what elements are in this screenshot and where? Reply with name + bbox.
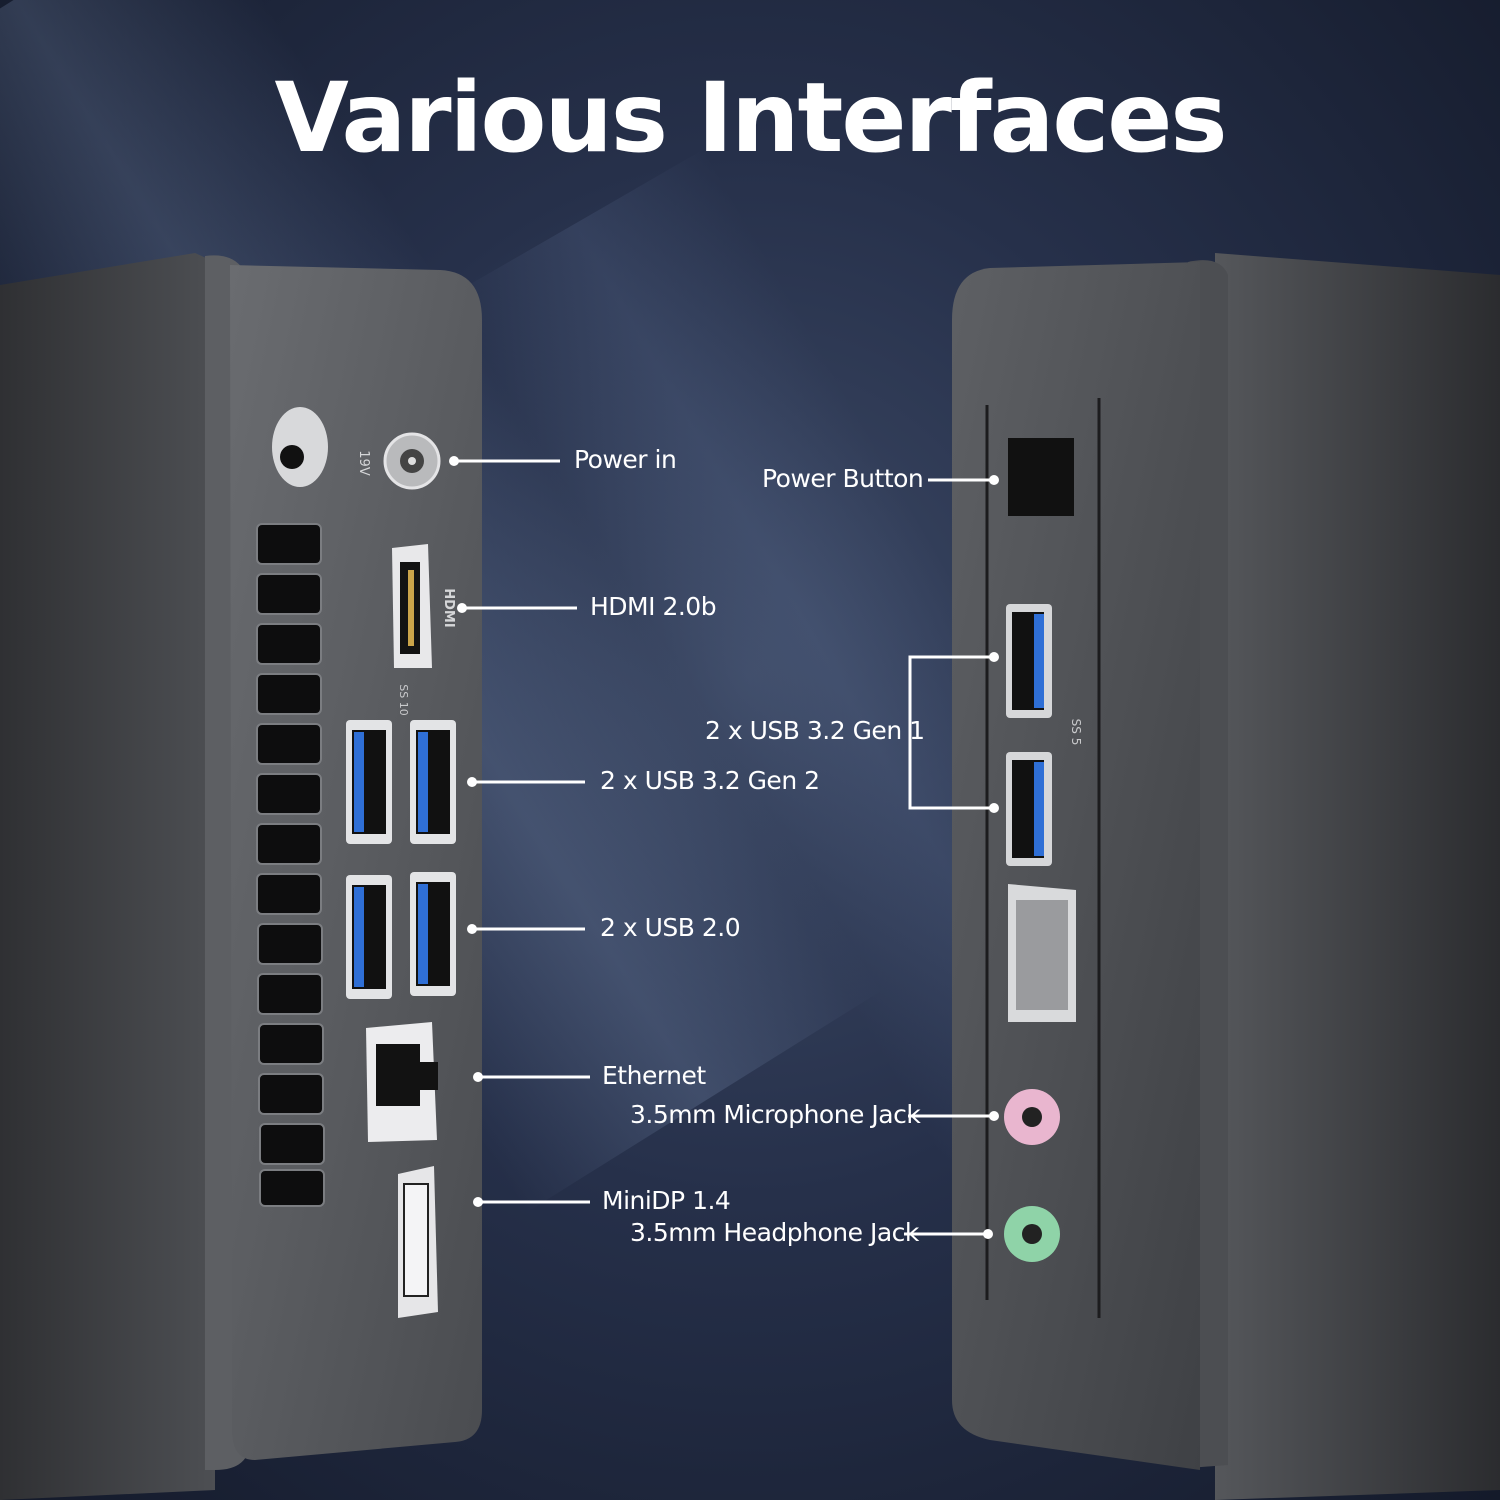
label-ethernet: Ethernet: [602, 1061, 706, 1090]
hdmi-port: [392, 544, 432, 668]
power-in-port: [383, 432, 441, 490]
usb32-gen1-ports: [1006, 604, 1052, 866]
front-device: [952, 253, 1500, 1500]
headphone-jack: [1004, 1206, 1060, 1262]
usb-ss10-mark: SS 10: [397, 684, 410, 715]
label-mic-jack: 3.5mm Microphone Jack: [630, 1100, 921, 1129]
label-headphone-jack: 3.5mm Headphone Jack: [630, 1218, 919, 1247]
label-power-in: Power in: [574, 445, 677, 474]
usb20-ports: [346, 872, 456, 999]
ethernet-port: [366, 1022, 438, 1142]
label-usb32-gen2: 2 x USB 3.2 Gen 2: [600, 766, 820, 795]
callout-lines: [449, 456, 999, 1239]
usb-ss5-mark: SS 5: [1069, 719, 1083, 746]
minidp-port: [398, 1166, 438, 1318]
label-hdmi: HDMI 2.0b: [590, 592, 717, 621]
label-power-button: Power Button: [762, 464, 924, 493]
card-reader-slot: [1008, 884, 1076, 1022]
rear-vent-grille: [256, 523, 325, 1207]
power-button: [1008, 438, 1074, 516]
hdmi-mark: HDMI: [441, 588, 456, 627]
usb32-gen2-ports: [346, 720, 456, 844]
microphone-jack: [1004, 1089, 1060, 1145]
power-voltage-mark: 19V: [356, 450, 371, 476]
page-title: Various Interfaces: [274, 62, 1227, 174]
label-usb20: 2 x USB 2.0: [600, 913, 741, 942]
label-usb32-gen1: 2 x USB 3.2 Gen 1: [705, 716, 925, 745]
label-minidp: MiniDP 1.4: [602, 1186, 731, 1215]
security-lock-slot: [272, 407, 328, 487]
